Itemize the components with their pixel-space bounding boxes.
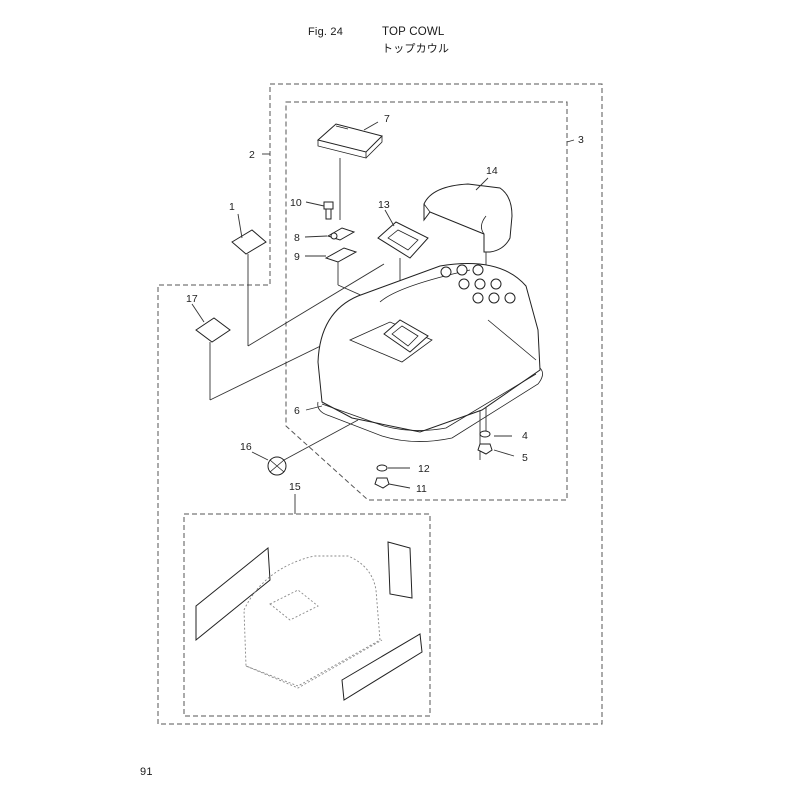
callout-5: 5 (522, 452, 528, 464)
decal-set-boundary (183, 513, 431, 717)
callout-14: 14 (486, 165, 498, 177)
callout-1: 1 (229, 201, 235, 213)
assembly-boundary-inner (285, 101, 568, 501)
callout-3: 3 (578, 134, 584, 146)
callout-6: 6 (294, 405, 300, 417)
callout-11: 11 (416, 483, 427, 495)
figure-label: Fig. 24 (308, 26, 344, 38)
decal-1-part (231, 229, 385, 347)
callout-9: 9 (294, 251, 300, 263)
nut-11-part (374, 477, 390, 489)
cover-plate-part (316, 123, 383, 220)
callout-2: 2 (249, 149, 255, 161)
callout-8: 8 (294, 232, 300, 244)
emblem-part (267, 419, 359, 476)
callout-13: 13 (378, 199, 390, 211)
callout-15: 15 (289, 481, 301, 493)
callout-4: 4 (522, 430, 528, 442)
callout-17: 17 (186, 293, 198, 305)
nut-5-part (477, 443, 493, 455)
page-number: 91 (140, 766, 153, 778)
washer-4-part (479, 430, 491, 438)
page-title-japanese: トップカウル (382, 43, 450, 55)
callout-16: 16 (240, 441, 252, 453)
washer-12-part (376, 464, 388, 472)
page-title: TOP COWL (382, 26, 445, 38)
assembly-boundary-outer (157, 83, 603, 725)
clip-part (326, 227, 356, 241)
leader-lines (191, 121, 575, 514)
callout-7: 7 (384, 113, 390, 125)
callout-12: 12 (418, 463, 430, 475)
callout-10: 10 (290, 197, 302, 209)
top-cowl-part (317, 263, 543, 460)
decal-set-part (195, 541, 423, 701)
bolt-part (323, 201, 334, 220)
